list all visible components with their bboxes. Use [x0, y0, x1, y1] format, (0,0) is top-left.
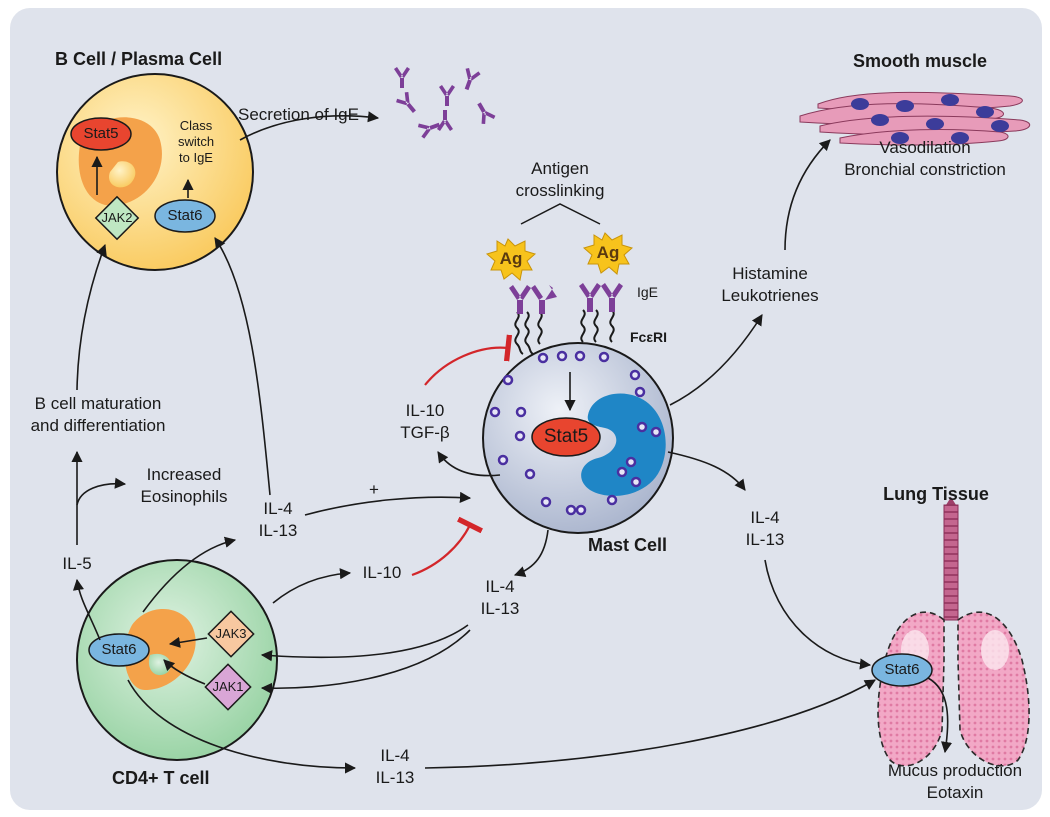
arrow-tcell-to-il4-a — [142, 536, 237, 613]
arrow-mast-to-histamine — [669, 314, 763, 406]
b-cell-title: B Cell / Plasma Cell — [55, 49, 223, 69]
antigen-left — [485, 238, 537, 281]
arrow-jak1-to-stat6 — [163, 659, 206, 685]
arrow-mast-to-il4-c — [667, 451, 746, 491]
cd4-t-cell-title: CD4+ T cell — [112, 768, 210, 788]
stat6-t-cell — [88, 633, 150, 667]
fceri-receptors — [514, 309, 615, 355]
arrow-eosinophils — [76, 477, 127, 506]
trachea — [943, 497, 959, 621]
arrow-il4b-to-tcell — [260, 624, 469, 662]
b-stat5-label: Stat5 — [83, 125, 119, 142]
il4-il13-label-a: IL-4 IL-13 — [258, 499, 298, 540]
class-switch-label: Class switch to IgE — [177, 118, 215, 165]
jak3-label: JAK3 — [215, 626, 247, 641]
il10-label: IL-10 — [362, 563, 402, 582]
mast-granules — [489, 350, 662, 516]
secretion-label: Secretion of IgE — [238, 105, 359, 124]
eosinophils-label: Increased Eosinophils — [140, 465, 228, 506]
bound-ige — [509, 283, 623, 314]
arrow-il4-to-mast — [304, 491, 472, 516]
t-stat6-label: Stat6 — [101, 641, 137, 658]
smooth-muscle-cells — [799, 91, 1030, 146]
jak2-label: JAK2 — [101, 210, 133, 225]
fceri-label: FcεRI — [630, 329, 667, 345]
b-cell — [56, 73, 254, 271]
arrow-histamine-to-muscle — [784, 139, 831, 251]
arrow-il4b-to-jak1 — [260, 629, 471, 694]
arrow-il4c-to-lung — [764, 559, 872, 670]
arrow-tcell-to-il10 — [272, 568, 352, 604]
arrow-mast-to-il10tgf — [437, 451, 501, 477]
il4-il13-label-b: IL-4 IL-13 — [480, 577, 520, 618]
mast-stat5 — [531, 417, 601, 457]
histamine-label: Histamine Leukotrienes — [721, 264, 819, 305]
inhibit-il10-to-receptor — [411, 516, 483, 577]
mucus-label: Mucus production Eotaxin — [887, 761, 1023, 802]
vasodilation-label: Vasodilation Bronchial constriction — [844, 138, 1006, 179]
arrow-secretion — [239, 111, 380, 141]
antigen-crosslinking-label: Antigen crosslinking — [515, 159, 605, 200]
b-stat6-label: Stat6 — [167, 207, 203, 224]
il4-il13-label-d: IL-4 IL-13 — [375, 746, 415, 787]
antigen-left-label: Ag — [499, 249, 523, 268]
stat6-lung — [871, 653, 933, 687]
smooth-muscle-title: Smooth muscle — [852, 51, 988, 71]
jak1-label: JAK1 — [212, 679, 244, 694]
b-maturation-label: B cell maturation and differentiation — [30, 394, 166, 435]
lung-tissue-title: Lung Tissue — [883, 484, 989, 504]
antigen-bracket — [520, 203, 601, 225]
il10-tgf-label: IL-10 TGF-β — [400, 401, 450, 442]
arrow-jak3-to-stat6 — [168, 636, 208, 648]
plus-label: + — [369, 480, 379, 499]
arrow-tcell-to-il4-d — [127, 679, 357, 774]
mast-stat5-label: Stat5 — [543, 426, 589, 447]
arrow-il4d-to-lung — [424, 679, 876, 769]
il4-il13-label-c: IL-4 IL-13 — [745, 508, 785, 549]
jak1-box — [204, 663, 252, 711]
jak3-box — [207, 610, 255, 658]
arrow-tcell-to-il5 — [72, 578, 101, 641]
arrow-lung-stat6-to-mucus — [927, 677, 953, 754]
ige-label: IgE — [637, 284, 659, 300]
inhibit-il10tgf-to-fceri — [424, 334, 513, 386]
stat5-b-cell — [70, 117, 132, 151]
antigen-right-label: Ag — [596, 243, 620, 262]
arrow-mast-to-il4-b — [513, 529, 549, 577]
mast-cell-title: Mast Cell — [588, 535, 668, 555]
stat6-b-cell — [154, 199, 216, 233]
antigen-right — [582, 232, 634, 275]
lungs — [877, 611, 1030, 767]
jak2-box — [94, 195, 140, 241]
arrow-maturation-to-bcell — [76, 243, 107, 391]
lung-stat6-label: Stat6 — [884, 661, 920, 678]
il5-label: IL-5 — [62, 554, 92, 573]
arrow-il4-to-bcell-stat6 — [214, 237, 271, 496]
secreted-ige-icons — [394, 67, 496, 139]
